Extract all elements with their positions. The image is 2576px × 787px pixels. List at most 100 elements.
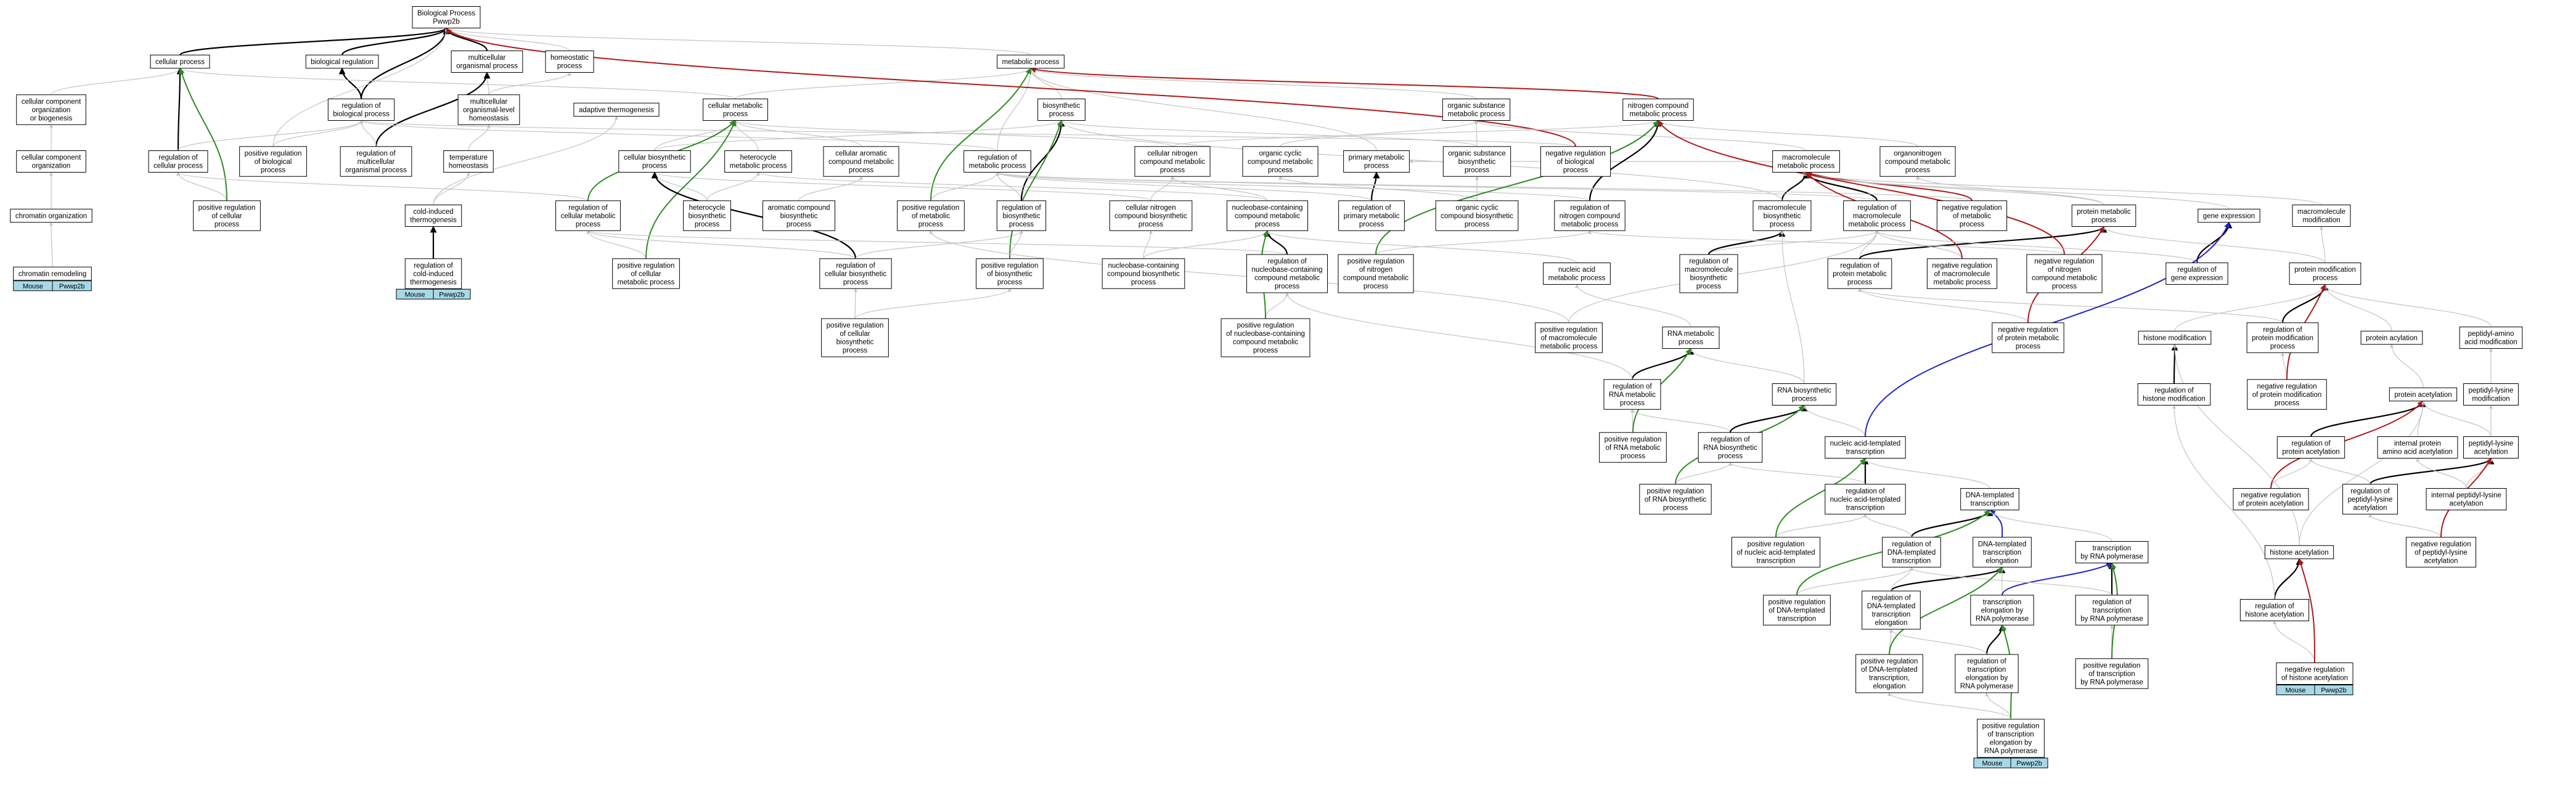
go-term-node-metab[interactable]: metabolic process <box>997 54 1065 69</box>
go-term-node-protacet[interactable]: protein acetylation <box>2389 387 2458 402</box>
go-term-node-histmod[interactable]: histone modification <box>2138 330 2212 345</box>
go-term-node-histacet[interactable]: histone acetylation <box>2264 545 2334 560</box>
go-term-node-adapt[interactable]: adaptive thermogenesis <box>573 102 660 117</box>
go-term-node-chromorg[interactable]: chromatin organization <box>10 208 92 223</box>
go-term-node-cp[interactable]: cellular process <box>150 54 210 69</box>
go-term-node-rdtte[interactable]: regulation ofDNA-templatedtranscriptione… <box>1862 590 1921 630</box>
go-term-node-bioreg[interactable]: biological regulation <box>305 54 379 69</box>
go-term-node-chromrem[interactable]: chromatin remodeling <box>13 266 92 281</box>
go-term-node-rmbp[interactable]: regulation ofmacromoleculebiosyntheticpr… <box>1679 254 1738 293</box>
go-term-node-geneexp[interactable]: gene expression <box>2198 208 2260 223</box>
go-term-node-protacyl[interactable]: protein acylation <box>2360 330 2423 345</box>
go-term-node-rnbcmp[interactable]: regulation ofnucleobase-containingcompou… <box>1246 254 1328 293</box>
